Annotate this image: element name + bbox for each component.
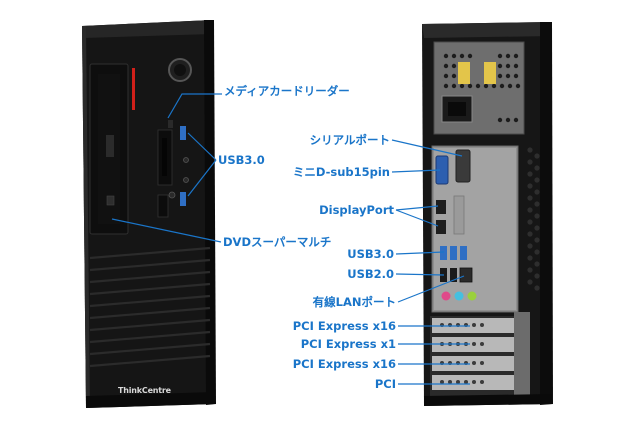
label-serial-port: シリアルポート — [309, 133, 390, 147]
label-dvd-drive: DVDスーパーマルチ — [223, 235, 332, 249]
red-accent-bar — [132, 68, 135, 110]
label-displayport: DisplayPort — [319, 203, 394, 217]
rear-usb3-port — [450, 246, 457, 260]
audio-jack-green — [467, 291, 477, 301]
audio-jack-blue — [454, 291, 464, 301]
label-rear-usb3: USB3.0 — [347, 247, 394, 261]
serial-port — [455, 149, 471, 183]
label-rear-usb2: USB2.0 — [347, 267, 394, 281]
rear-usb3-port — [460, 246, 467, 260]
front-usb3-port — [180, 126, 186, 140]
displayport-port — [436, 220, 446, 234]
label-pcie-x1: PCI Express x1 — [300, 337, 396, 351]
label-card-reader: メディアカードリーダー — [224, 84, 350, 98]
front-case — [82, 20, 216, 408]
label-pci: PCI — [374, 377, 396, 391]
leader-lines — [111, 93, 470, 385]
rear-usb3-port — [440, 246, 447, 260]
displayport-port — [436, 200, 446, 214]
audio-jack-pink — [441, 291, 451, 301]
label-lan-port: 有線LANポート — [312, 295, 396, 309]
front-usb3-port — [180, 192, 186, 206]
label-pcie-x16-2: PCI Express x16 — [292, 357, 396, 371]
rear-usb2-port — [450, 268, 457, 282]
label-front-usb3: USB3.0 — [218, 153, 265, 167]
rear-case — [422, 22, 553, 406]
lan-port — [459, 267, 473, 283]
label-mini-dsub: ミニD-sub15pin — [292, 165, 390, 179]
brand-logo: ThinkCentre — [118, 386, 171, 395]
label-pcie-x16-1: PCI Express x16 — [292, 319, 396, 333]
